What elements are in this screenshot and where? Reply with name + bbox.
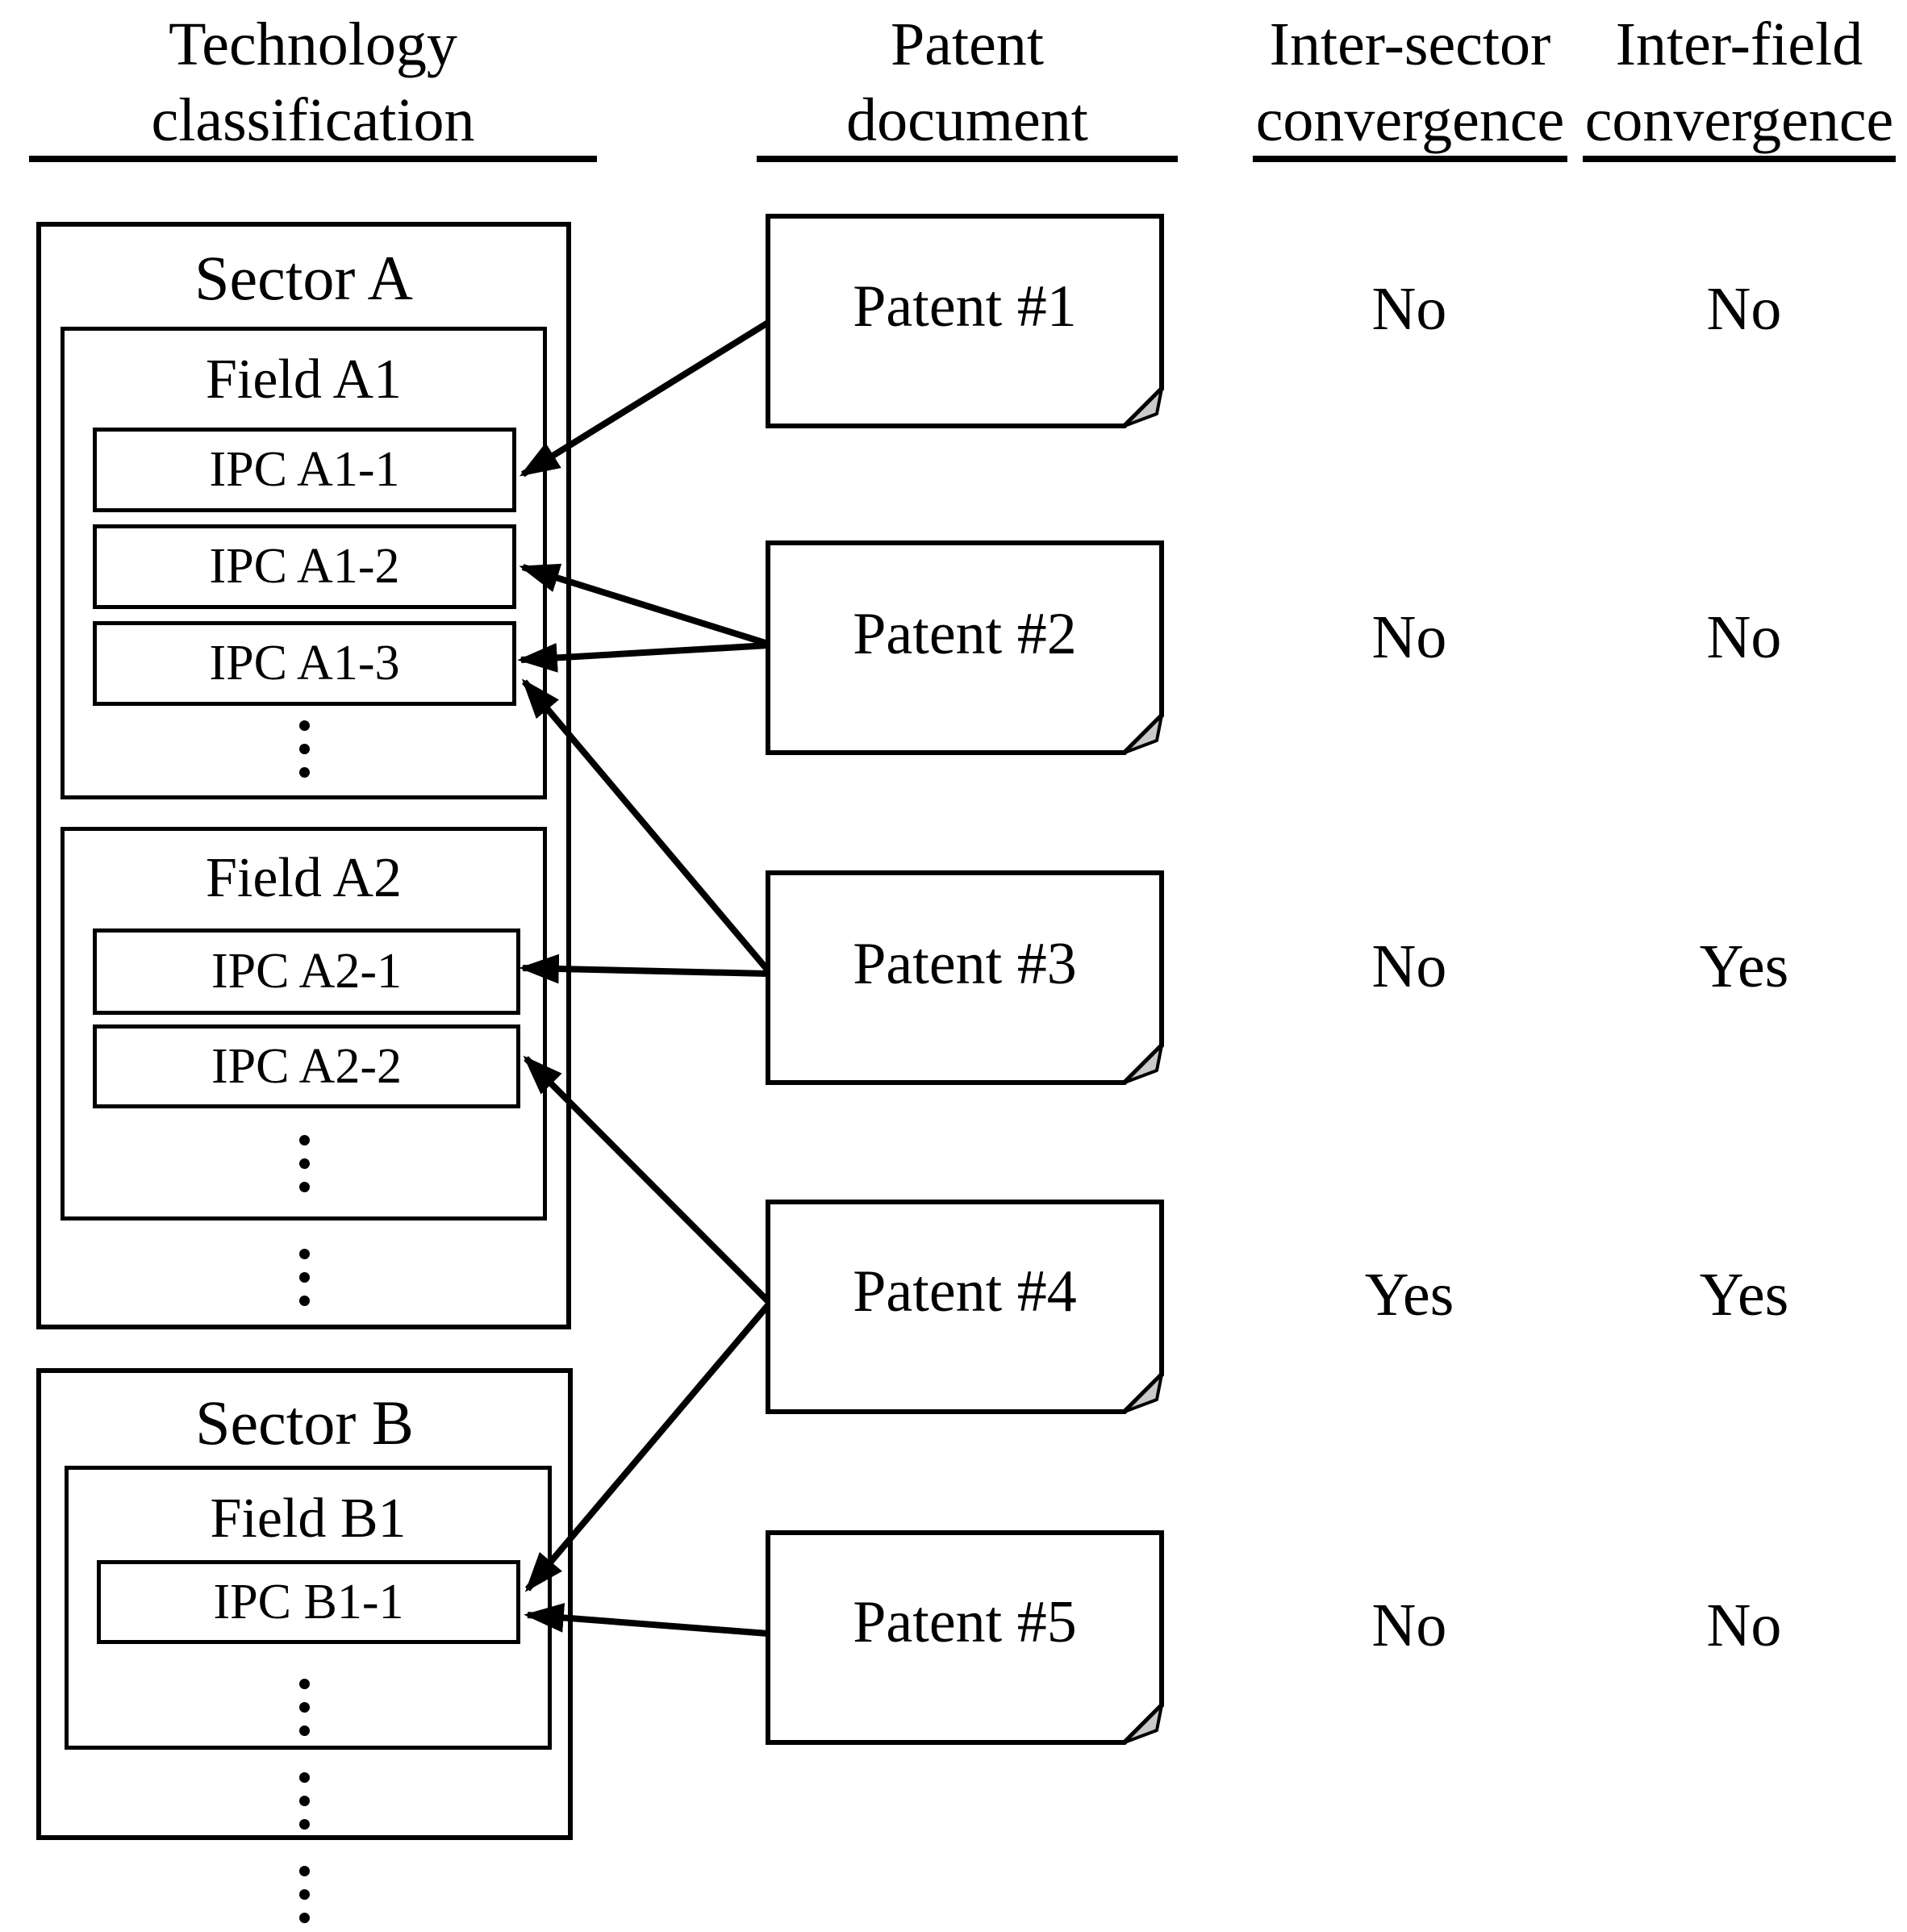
patent-3-inter-sector-value: No [1371, 933, 1447, 1000]
vertical-ellipsis [299, 1135, 310, 1192]
patent-1-label: Patent #1 [853, 273, 1077, 340]
header-line: Inter-field [1615, 10, 1863, 78]
header-rule [29, 156, 597, 162]
patent-5-inter-sector-value: No [1371, 1592, 1447, 1659]
header-line: convergence [1255, 86, 1565, 154]
ipc-a1-3-label: IPC A1-3 [209, 636, 400, 691]
header-rule [757, 156, 1178, 162]
field-a2-label: Field A2 [205, 847, 403, 909]
ipc-a1-3-box: IPC A1-3 [93, 621, 516, 706]
header-line: classification [151, 86, 475, 154]
vertical-ellipsis [299, 1772, 310, 1830]
patent-4-label: Patent #4 [853, 1258, 1077, 1325]
header-rule [1253, 156, 1567, 162]
folded-corner-icon [1123, 1373, 1163, 1413]
ipc-b1-1-box: IPC B1-1 [97, 1560, 520, 1644]
ipc-a1-1-label: IPC A1-1 [209, 442, 400, 497]
header-rule [1583, 156, 1896, 162]
patent-1-inter-field-value: No [1706, 275, 1782, 343]
ipc-a1-1-box: IPC A1-1 [93, 428, 516, 512]
header-line: convergence [1584, 86, 1894, 154]
folded-corner-icon [1123, 387, 1163, 428]
patent-3-inter-field-value: Yes [1699, 933, 1789, 1000]
patent-2-inter-sector-value: No [1371, 603, 1447, 671]
header-inter-sector-convergence: Inter-sector convergence [1253, 6, 1567, 158]
field-b1-label: Field B1 [210, 1488, 407, 1550]
header-inter-field-convergence: Inter-field convergence [1583, 6, 1896, 158]
ipc-a2-1-box: IPC A2-1 [93, 928, 520, 1015]
ipc-b1-1-label: IPC B1-1 [213, 1574, 404, 1629]
ipc-a1-2-label: IPC A1-2 [209, 539, 400, 594]
vertical-ellipsis [299, 720, 310, 778]
patent-4-inter-sector-value: Yes [1364, 1261, 1454, 1329]
field-a2-box [61, 827, 547, 1221]
folded-corner-icon [1123, 1704, 1163, 1744]
header-line: Inter-sector [1269, 10, 1551, 78]
patent-2-label: Patent #2 [853, 601, 1077, 667]
ipc-a2-2-box: IPC A2-2 [93, 1024, 520, 1108]
vertical-ellipsis [299, 1679, 310, 1736]
patent-5-inter-field-value: No [1706, 1592, 1782, 1659]
header-line: Patent [891, 10, 1044, 78]
vertical-ellipsis [299, 1866, 310, 1923]
sector-a-label: Sector A [194, 243, 413, 313]
ipc-a2-1-label: IPC A2-1 [211, 944, 402, 999]
patent-3-label: Patent #3 [853, 931, 1077, 997]
patent-2-inter-field-value: No [1706, 603, 1782, 671]
header-patent-document: Patent document [757, 6, 1178, 158]
ipc-a2-2-label: IPC A2-2 [211, 1038, 402, 1094]
patent-4-inter-field-value: Yes [1699, 1261, 1789, 1329]
ipc-a1-2-box: IPC A1-2 [93, 524, 516, 609]
patent-1-inter-sector-value: No [1371, 275, 1447, 343]
sector-b-label: Sector B [195, 1387, 414, 1458]
header-technology-classification: Technology classification [29, 6, 597, 158]
folded-corner-icon [1123, 1044, 1163, 1084]
header-line: document [846, 86, 1088, 154]
header-line: Technology [169, 10, 457, 78]
field-a1-label: Field A1 [205, 348, 403, 411]
patent-5-label: Patent #5 [853, 1589, 1077, 1655]
folded-corner-icon [1123, 714, 1163, 754]
vertical-ellipsis [299, 1249, 310, 1306]
